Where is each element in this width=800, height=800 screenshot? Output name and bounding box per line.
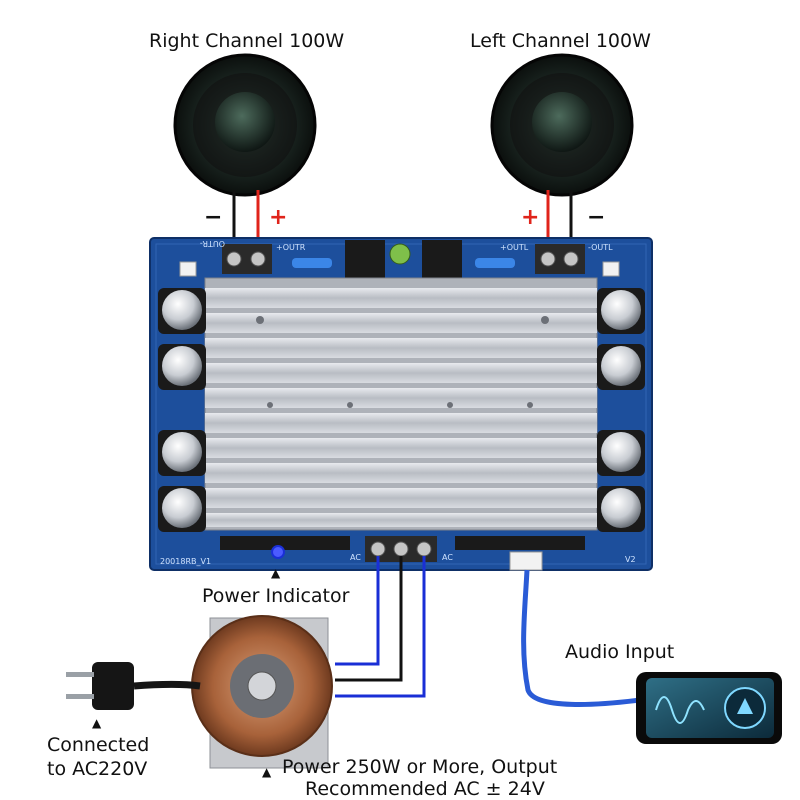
audio-cable	[521, 569, 641, 707]
left-output-terminal	[535, 244, 585, 274]
left-speaker	[490, 53, 634, 197]
toroidal-transformer	[191, 615, 333, 769]
pcb-ac-right: AC	[442, 553, 453, 562]
pcb-outr-minus: OUTR-	[200, 239, 225, 248]
capacitors-right	[597, 288, 645, 532]
right-speaker	[173, 53, 317, 197]
power-requirement-line2: Recommended AC ± 24V	[305, 778, 545, 800]
connected-label-line2: to AC220V	[47, 758, 148, 780]
pcb-outl-minus: -OUTL	[588, 243, 613, 252]
connected-label-line1: Connected	[47, 734, 150, 756]
power-requirement-line1: Power 250W or More, Output	[282, 756, 558, 778]
pcb-outl-plus: +OUTL	[500, 243, 529, 252]
right-minus-sign: −	[204, 205, 223, 230]
audio-input-connector	[509, 551, 543, 571]
power-led	[271, 545, 285, 559]
pcb-outr-plus: +OUTR	[276, 243, 306, 252]
pcb-ac-left: AC	[350, 553, 361, 562]
audio-input-label: Audio Input	[565, 641, 675, 663]
audio-source-device	[636, 672, 782, 744]
power-indicator-marker: ▲	[271, 566, 281, 580]
right-plus-sign: +	[269, 205, 288, 230]
plug-marker: ▲	[92, 716, 102, 730]
capacitors-left	[158, 288, 206, 532]
power-indicator-label: Power Indicator	[202, 585, 350, 607]
right-output-terminal	[222, 244, 272, 274]
amplifier-board	[149, 237, 653, 571]
pcb-version: V2	[625, 555, 636, 564]
left-minus-sign: −	[587, 205, 606, 230]
transformer-marker: ▲	[262, 765, 272, 779]
right-channel-label: Right Channel 100W	[149, 30, 345, 52]
ac-wires	[335, 556, 426, 698]
left-channel-label: Left Channel 100W	[470, 30, 651, 52]
left-plus-sign: +	[521, 205, 540, 230]
pcb-board-code: 20018RB_V1	[160, 557, 211, 566]
power-plug	[66, 662, 201, 710]
